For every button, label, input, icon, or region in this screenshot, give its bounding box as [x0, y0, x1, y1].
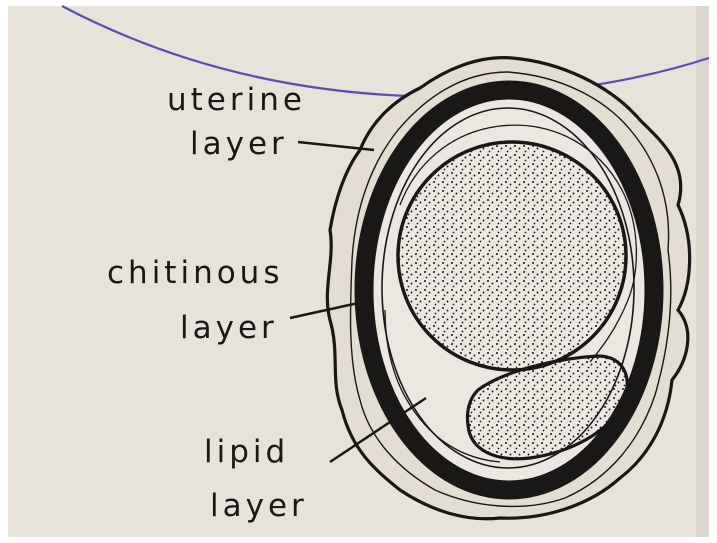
- lipid-label-line2: layer: [210, 488, 308, 524]
- chitinous-label-line2: layer: [180, 310, 278, 346]
- uterine-label-line2: layer: [190, 126, 288, 162]
- uterine-label: uterine: [167, 82, 306, 118]
- lipid-label: lipid: [204, 434, 289, 470]
- chitinous-label: chitinous: [107, 255, 283, 291]
- large-stippled-cell: [398, 142, 626, 370]
- page-shadow-right: [696, 6, 709, 537]
